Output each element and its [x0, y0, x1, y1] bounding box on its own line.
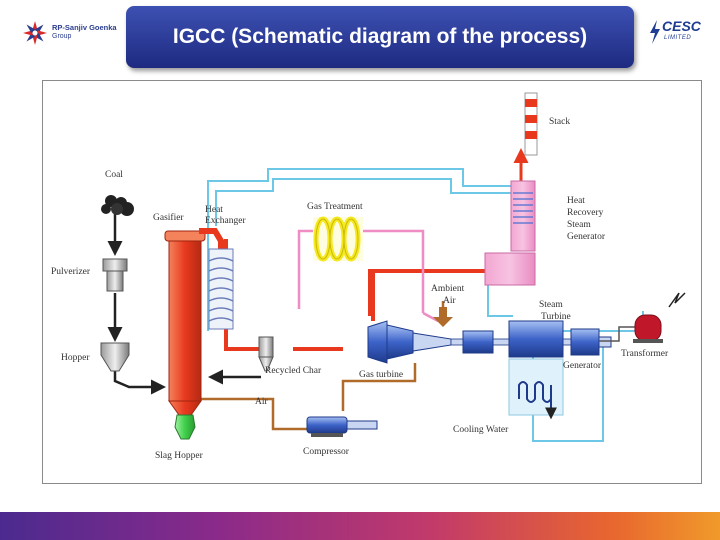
- label-ambient-2: Air: [443, 296, 457, 306]
- title-banner: IGCC (Schematic diagram of the process): [126, 6, 634, 68]
- cesc-logo-word: CESC: [662, 18, 701, 34]
- label-gas-turbine: Gas turbine: [359, 370, 403, 380]
- slag-hopper: [174, 414, 196, 440]
- recycled-char-cyclone: [258, 336, 274, 372]
- pulverizer: [102, 258, 128, 292]
- label-recycled-char: Recycled Char: [265, 366, 322, 376]
- label-steam-turbine-2: Turbine: [541, 312, 571, 322]
- label-coal: Coal: [105, 170, 123, 180]
- generator: [570, 328, 612, 356]
- logo-text-line1: RP-Sanjiv Goenka: [52, 23, 117, 32]
- label-air: Air: [255, 397, 269, 407]
- condenser: [508, 358, 564, 420]
- label-gas-treatment: Gas Treatment: [307, 202, 363, 212]
- label-hrsg-4: Generator: [567, 232, 606, 242]
- gas-turbine: [367, 320, 452, 364]
- rp-sanjiv-goenka-logo: RP-Sanjiv Goenka Group: [22, 20, 122, 46]
- label-hrsg-3: Steam: [567, 220, 591, 230]
- cesc-logo-sub: LIMITED: [664, 35, 692, 41]
- cesc-logo: CESC LIMITED: [648, 18, 704, 46]
- label-generator: Generator: [563, 361, 602, 371]
- label-pulverizer: Pulverizer: [51, 267, 91, 277]
- label-stack: Stack: [549, 117, 570, 127]
- ambient-air-intake: [433, 307, 453, 327]
- coal-pile: [101, 195, 134, 216]
- hopper: [100, 342, 130, 372]
- compressor: [306, 416, 378, 437]
- sunburst-logo-icon: [23, 21, 47, 45]
- label-transformer: Transformer: [621, 348, 669, 359]
- clean-gas-lines: [297, 229, 439, 323]
- transformer: [599, 292, 686, 343]
- label-gasifier: Gasifier: [153, 212, 184, 223]
- label-hrsg-1: Heat: [567, 196, 585, 206]
- label-cooling-water: Cooling Water: [453, 425, 509, 435]
- label-hrsg-2: Recovery: [567, 208, 604, 218]
- steam-turbine: [462, 320, 564, 358]
- label-steam-turbine-1: Steam: [539, 300, 563, 310]
- igcc-schematic: Coal Pulverizer Hopper Gasifier Heat Exc…: [51, 92, 686, 461]
- label-hopper: Hopper: [61, 353, 90, 363]
- hrsg-and-stack: [484, 92, 538, 286]
- gas-treatment: [313, 216, 363, 262]
- gasifier: [164, 228, 224, 416]
- label-compressor: Compressor: [303, 447, 350, 457]
- igcc-diagram: Coal Pulverizer Hopper Gasifier Heat Exc…: [42, 80, 702, 484]
- heat-exchanger: [208, 248, 234, 330]
- label-ambient-1: Ambient: [431, 284, 465, 294]
- label-slag-hopper: Slag Hopper: [155, 451, 204, 461]
- label-heat-exchanger-1: Heat: [205, 205, 223, 215]
- footer-gradient-bar: [0, 512, 720, 540]
- page-title: IGCC (Schematic diagram of the process): [172, 25, 588, 48]
- logo-text-line2: Group: [52, 33, 72, 40]
- coal-flow-lines: [107, 211, 261, 395]
- lightning-logo-icon: [650, 20, 660, 44]
- label-heat-exchanger-2: Exchanger: [205, 216, 246, 226]
